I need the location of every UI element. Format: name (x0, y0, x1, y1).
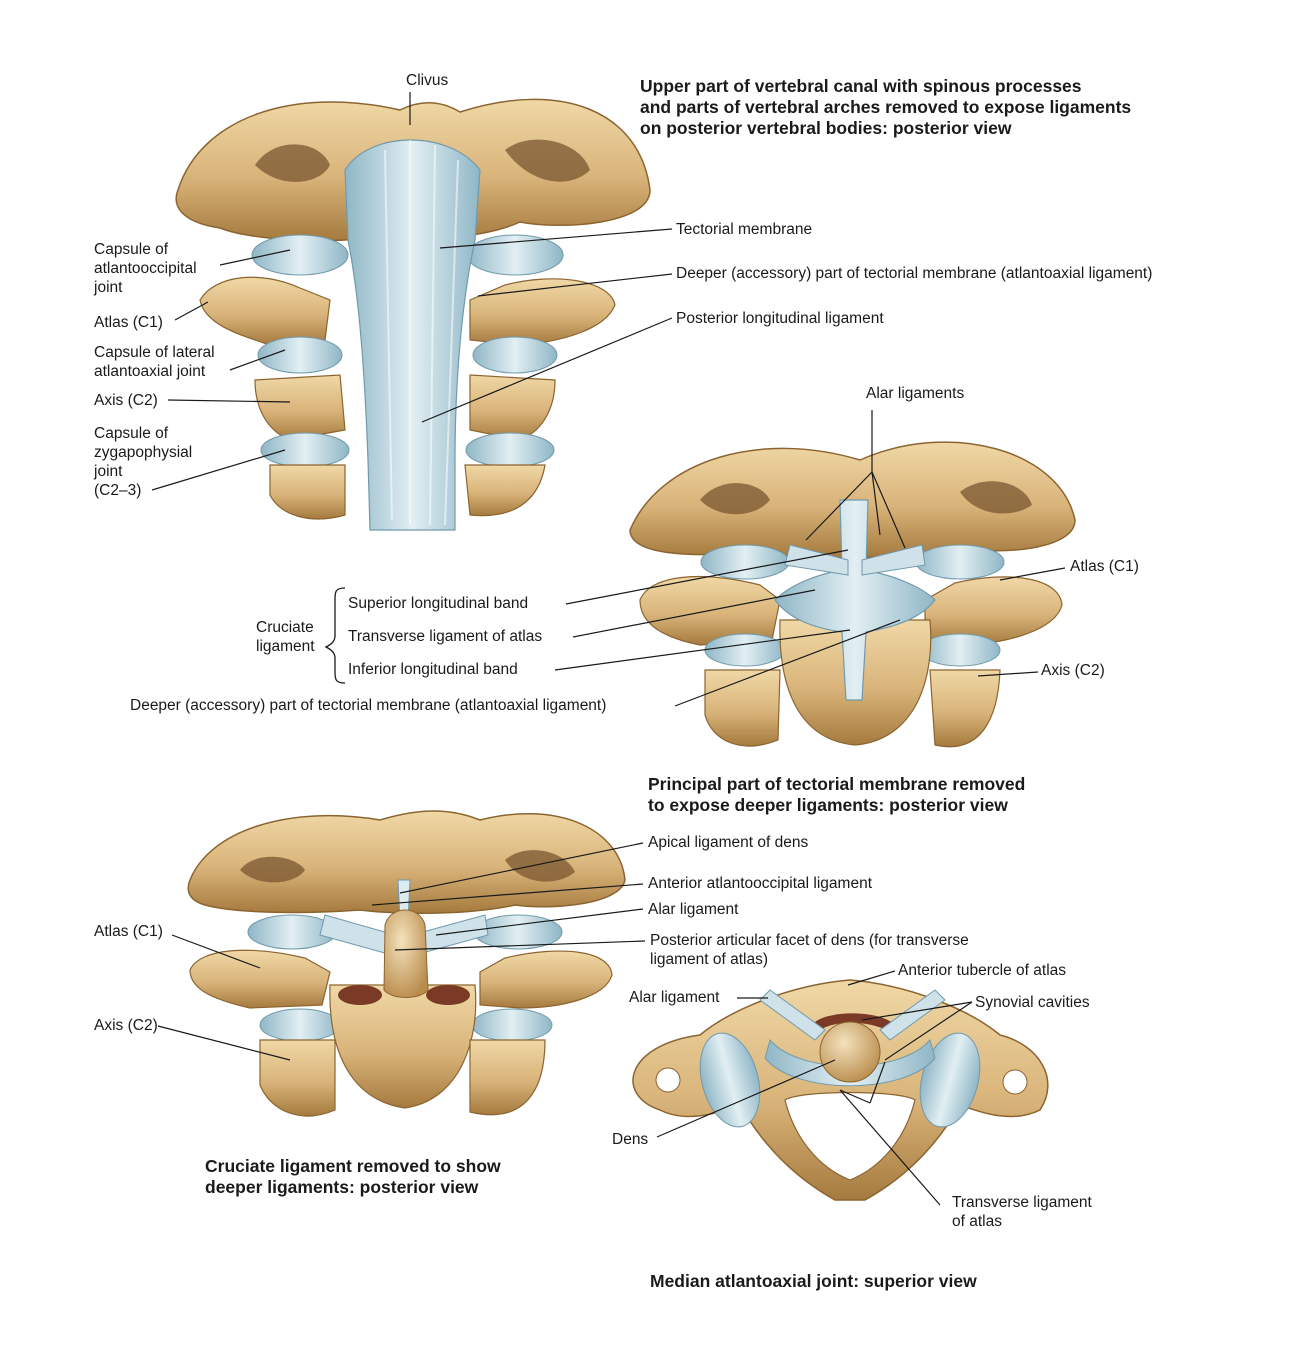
fig1-capsule-ao-left (251, 234, 349, 276)
fig1-capsule-ao-right (466, 234, 564, 276)
cruciate-brace (324, 587, 346, 684)
label-deeper-part-fig1: Deeper (accessory) part of tectorial mem… (676, 265, 1153, 282)
label-capsule-atlantooccipital: Capsule of atlantooccipital joint (94, 241, 197, 296)
caption-principal: Principal part of tectorial membrane rem… (648, 774, 1026, 815)
caption-cruciate-removed: Cruciate ligament removed to show deeper… (205, 1156, 501, 1197)
fig3-axis-right (469, 1039, 546, 1116)
fig1-capsule-laa-left (257, 336, 343, 374)
label-alar-ligament-fig3: Alar ligament (648, 901, 739, 918)
label-clivus: Clivus (406, 72, 449, 89)
fig3-cavity-right (426, 985, 470, 1005)
fig1-occipital-hollow-left (255, 144, 330, 182)
fig1-capsule-zyg-right (465, 432, 555, 468)
caption-upper: Upper part of vertebral canal with spino… (640, 76, 1132, 138)
fig2-axis-left (704, 669, 781, 747)
figure3-illustration (187, 810, 626, 1117)
label-deeper-part-fig2: Deeper (accessory) part of tectorial mem… (130, 697, 607, 714)
label-axis-fig2: Axis (C2) (1041, 662, 1105, 679)
fig4-transverse-foramen-right (1002, 1069, 1028, 1095)
fig2-alar-left (784, 544, 849, 576)
fig2-occipital-hollow-left (700, 483, 770, 515)
label-apical-ligament: Apical ligament of dens (648, 834, 809, 851)
fig2-capsule-left (700, 544, 790, 580)
fig1-tectorial-membrane (344, 139, 481, 531)
label-cruciate-ligament: Cruciate ligament (256, 619, 315, 655)
leader-lines (151, 92, 1066, 1206)
fig3-atlas-right (479, 950, 613, 1009)
fig2-axis-right (929, 669, 1001, 748)
label-atlas-fig1: Atlas (C1) (94, 314, 163, 331)
fig1-c3-left (269, 464, 346, 520)
label-transverse-fig2: Transverse ligament of atlas (348, 628, 543, 645)
fig4-alar-left (759, 989, 826, 1041)
label-atlas-fig2: Atlas (C1) (1070, 558, 1139, 575)
label-alar-ligament-fig4: Alar ligament (629, 989, 720, 1006)
fig3-capsule-laa-right (471, 1008, 553, 1042)
fig3-occipital-hollow-left (240, 856, 305, 883)
fig1-axis-left (254, 374, 346, 441)
label-anterior-atlantooccipital: Anterior atlantooccipital ligament (648, 875, 873, 892)
label-inferior-band: Inferior longitudinal band (348, 661, 518, 678)
fig2-occipital-hollow-right (960, 481, 1032, 514)
label-posterior-facet: Posterior articular facet of dens (for t… (650, 932, 969, 968)
label-anterior-tubercle: Anterior tubercle of atlas (898, 962, 1067, 979)
label-atlas-fig3: Atlas (C1) (94, 923, 163, 940)
label-axis-fig3: Axis (C2) (94, 1017, 158, 1034)
fig4-dens (819, 1021, 881, 1083)
fig4-facet-right (919, 1032, 981, 1128)
label-capsule-lateral-atlantoaxial: Capsule of lateral atlantoaxial joint (94, 344, 215, 380)
fig2-cruciate-ligament (774, 499, 936, 701)
fig3-axis-body (329, 984, 477, 1109)
fig2-capsule-laa-left (704, 633, 786, 667)
figure1-illustration (175, 98, 651, 531)
fig1-capsule-laa-right (472, 336, 558, 374)
label-transverse-fig4: Transverse ligament of atlas (952, 1194, 1092, 1230)
fig4-transverse-foramen-left (655, 1067, 681, 1093)
label-axis-fig1: Axis (C2) (94, 392, 158, 409)
figure2-illustration (629, 441, 1076, 748)
label-alar-ligaments: Alar ligaments (866, 385, 965, 402)
fig1-atlas-left (199, 276, 331, 346)
fig3-alar-left (319, 914, 396, 956)
fig1-c3-right (464, 464, 546, 517)
fig3-capsule-laa-left (259, 1008, 341, 1042)
fig3-dens (383, 909, 429, 998)
fig3-occipital-bone (187, 810, 626, 915)
label-synovial-cavities: Synovial cavities (975, 994, 1090, 1011)
fig2-capsule-laa-right (919, 633, 1001, 667)
label-capsule-zygapophysial: Capsule of zygapophysial joint (C2–3) (94, 425, 193, 499)
fig4-facet-left (699, 1032, 761, 1128)
fig3-axis-left (259, 1039, 336, 1117)
label-posterior-longitudinal: Posterior longitudinal ligament (676, 310, 884, 327)
fig2-alar-right (861, 544, 926, 576)
fig4-alar-right (879, 989, 946, 1041)
label-tectorial-membrane: Tectorial membrane (676, 221, 813, 238)
label-superior-band: Superior longitudinal band (348, 595, 529, 612)
fig4-transverse-ligament (764, 1038, 936, 1087)
fig1-occipital-hollow-right (505, 139, 590, 182)
label-dens: Dens (612, 1131, 649, 1148)
fig2-capsule-right (915, 544, 1005, 580)
fig3-atlas-left (189, 949, 331, 1009)
fig1-membrane-fibers (384, 140, 459, 526)
fig1-capsule-zyg-left (260, 432, 350, 468)
fig3-occipital-hollow-right (505, 850, 575, 882)
fig3-cavity-left (338, 985, 382, 1005)
caption-median: Median atlantoaxial joint: superior view (650, 1271, 977, 1291)
